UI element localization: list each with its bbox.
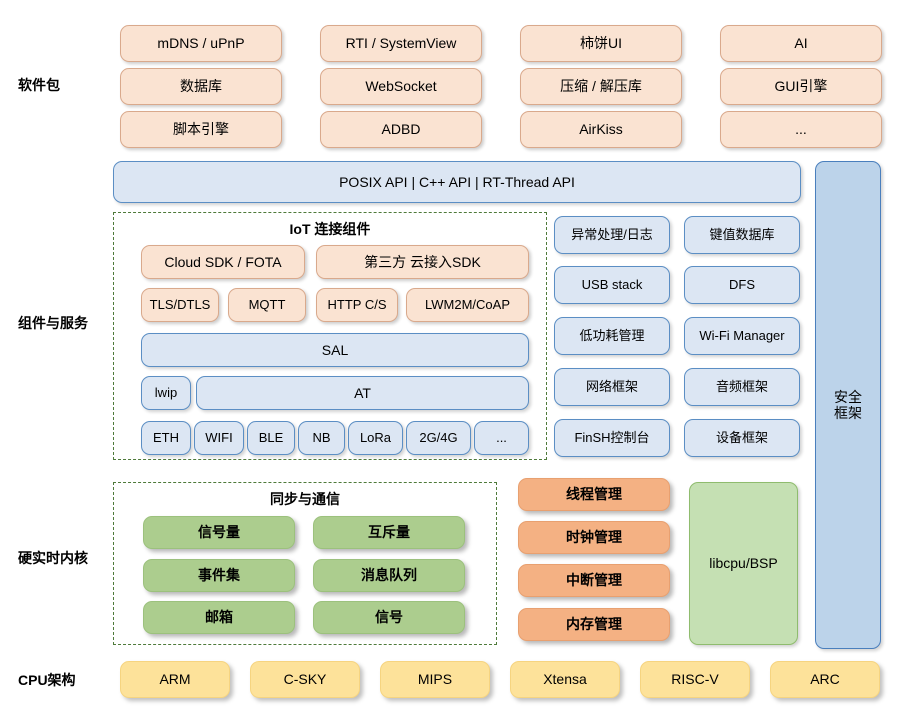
- iot-sal-box[interactable]: SAL: [141, 333, 529, 367]
- kernel-sync-box[interactable]: 事件集: [143, 559, 295, 592]
- api-bar[interactable]: POSIX API | C++ API | RT-Thread API: [113, 161, 801, 203]
- component-box[interactable]: 音频框架: [684, 368, 800, 406]
- component-box[interactable]: 键值数据库: [684, 216, 800, 254]
- kernel-management-box[interactable]: 中断管理: [518, 564, 670, 597]
- cpu-arch-box[interactable]: Xtensa: [510, 661, 620, 698]
- iot-cloud-box[interactable]: 第三方 云接入SDK: [316, 245, 529, 279]
- iot-protocol-box[interactable]: MQTT: [228, 288, 306, 322]
- software-package-box[interactable]: AirKiss: [520, 111, 682, 148]
- iot-lwip-box[interactable]: lwip: [141, 376, 191, 410]
- iot-protocol-box[interactable]: HTTP C/S: [316, 288, 398, 322]
- component-box[interactable]: 低功耗管理: [554, 317, 670, 355]
- cpu-arch-box[interactable]: C-SKY: [250, 661, 360, 698]
- cpu-arch-box[interactable]: MIPS: [380, 661, 490, 698]
- iot-group-title: IoT 连接组件: [289, 221, 371, 237]
- iot-link-box[interactable]: WIFI: [194, 421, 244, 455]
- software-package-box[interactable]: 脚本引擎: [120, 111, 282, 148]
- kernel-management-box[interactable]: 时钟管理: [518, 521, 670, 554]
- software-package-box[interactable]: AI: [720, 25, 882, 62]
- security-framework-box[interactable]: 安全 框架: [815, 161, 881, 649]
- row-label-components-services: 组件与服务: [18, 315, 88, 331]
- component-box[interactable]: FinSH控制台: [554, 419, 670, 457]
- sync-comm-group-title: 同步与通信: [270, 491, 340, 507]
- software-package-box[interactable]: ADBD: [320, 111, 482, 148]
- component-box[interactable]: 网络框架: [554, 368, 670, 406]
- kernel-sync-box[interactable]: 信号量: [143, 516, 295, 549]
- iot-protocol-box[interactable]: LWM2M/CoAP: [406, 288, 529, 322]
- kernel-management-box[interactable]: 线程管理: [518, 478, 670, 511]
- software-package-box[interactable]: 压缩 / 解压库: [520, 68, 682, 105]
- row-label-hard-realtime-kernel: 硬实时内核: [18, 550, 88, 566]
- software-package-box[interactable]: WebSocket: [320, 68, 482, 105]
- cpu-arch-box[interactable]: RISC-V: [640, 661, 750, 698]
- libcpu-bsp-box[interactable]: libcpu/BSP: [689, 482, 798, 645]
- row-label-cpu-architecture: CPU架构: [18, 672, 76, 688]
- row-label-software-packages: 软件包: [18, 77, 60, 93]
- iot-link-box[interactable]: 2G/4G: [406, 421, 471, 455]
- component-box[interactable]: 异常处理/日志: [554, 216, 670, 254]
- cpu-arch-box[interactable]: ARM: [120, 661, 230, 698]
- kernel-sync-box[interactable]: 互斥量: [313, 516, 465, 549]
- kernel-management-box[interactable]: 内存管理: [518, 608, 670, 641]
- software-package-box[interactable]: ...: [720, 111, 882, 148]
- kernel-sync-box[interactable]: 邮箱: [143, 601, 295, 634]
- component-box[interactable]: Wi-Fi Manager: [684, 317, 800, 355]
- kernel-sync-box[interactable]: 消息队列: [313, 559, 465, 592]
- component-box[interactable]: USB stack: [554, 266, 670, 304]
- iot-link-box[interactable]: ...: [474, 421, 529, 455]
- software-package-box[interactable]: 柿饼UI: [520, 25, 682, 62]
- component-box[interactable]: DFS: [684, 266, 800, 304]
- component-box[interactable]: 设备框架: [684, 419, 800, 457]
- iot-cloud-box[interactable]: Cloud SDK / FOTA: [141, 245, 305, 279]
- iot-protocol-box[interactable]: TLS/DTLS: [141, 288, 219, 322]
- software-package-box[interactable]: GUI引擎: [720, 68, 882, 105]
- software-package-box[interactable]: 数据库: [120, 68, 282, 105]
- software-package-box[interactable]: RTI / SystemView: [320, 25, 482, 62]
- iot-link-box[interactable]: ETH: [141, 421, 191, 455]
- software-package-box[interactable]: mDNS / uPnP: [120, 25, 282, 62]
- iot-link-box[interactable]: NB: [298, 421, 345, 455]
- iot-link-box[interactable]: BLE: [247, 421, 295, 455]
- iot-link-box[interactable]: LoRa: [348, 421, 403, 455]
- cpu-arch-box[interactable]: ARC: [770, 661, 880, 698]
- kernel-sync-box[interactable]: 信号: [313, 601, 465, 634]
- iot-at-box[interactable]: AT: [196, 376, 529, 410]
